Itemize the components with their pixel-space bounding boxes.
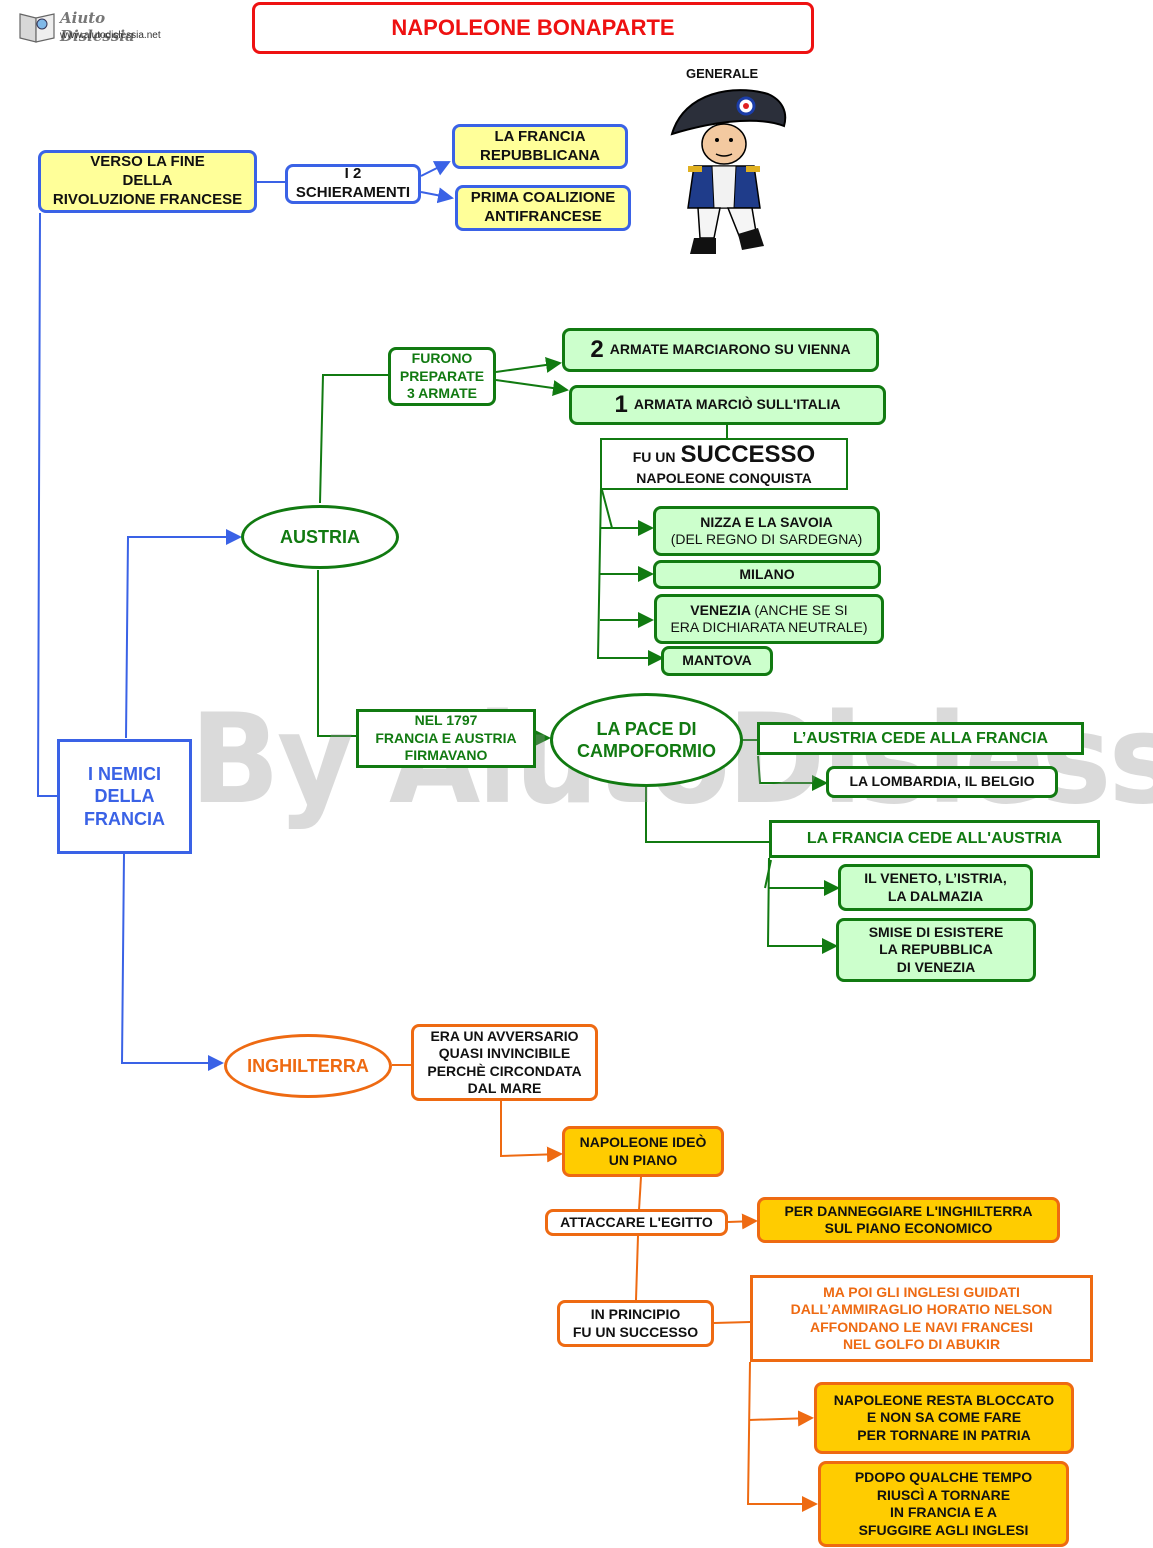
napoleon-cartoon-illustration [670, 89, 787, 254]
plan-node[interactable]: NAPOLEONE IDEÒ UN PIANO [562, 1126, 724, 1177]
veneto-node[interactable]: IL VENETO, L’ISTRIA, LA DALMAZIA [838, 864, 1033, 911]
lombardy-node[interactable]: LA LOMBARDIA, IL BELGIO [826, 766, 1058, 798]
nelson-node[interactable]: MA POI GLI INGLESI GUIDATI DALL’AMMIRAGL… [750, 1275, 1093, 1362]
austria-cedes-node[interactable]: L’AUSTRIA CEDE ALLA FRANCIA [757, 722, 1084, 755]
blocked-node[interactable]: NAPOLEONE RESTA BLOCCATO E NON SA COME F… [814, 1382, 1074, 1454]
logo-name: Aiuto Dislessia [60, 9, 135, 45]
coalition-node[interactable]: PRIMA COALIZIONE ANTIFRANCESE [455, 185, 631, 231]
austria-node[interactable]: AUSTRIA [241, 505, 399, 569]
france-cedes-node[interactable]: LA FRANCIA CEDE ALL'AUSTRIA [769, 820, 1100, 858]
two-sides-node[interactable]: I 2 SCHIERAMENTI [285, 164, 421, 204]
escape-node[interactable]: PDOPO QUALCHE TEMPO RIUSCÌ A TORNARE IN … [818, 1461, 1069, 1547]
milano-node[interactable]: MILANO [653, 560, 881, 589]
book-logo-icon [19, 13, 55, 43]
vienna-node[interactable]: 2 ARMATE MARCIARONO SU VIENNA [562, 328, 879, 372]
enemies-node[interactable]: I NEMICI DELLA FRANCIA [57, 739, 192, 854]
logo-url: www.aiutodislessia.net [60, 30, 161, 41]
initial-success-node[interactable]: IN PRINCIPIO FU UN SUCCESSO [557, 1300, 714, 1347]
success-node[interactable]: FU UN SUCCESSO NAPOLEONE CONQUISTA [600, 438, 848, 490]
general-caption: GENERALE [686, 66, 759, 81]
damage-node[interactable]: PER DANNEGGIARE L'INGHILTERRA SUL PIANO … [757, 1197, 1060, 1243]
end-revolution-node[interactable]: VERSO LA FINE DELLA RIVOLUZIONE FRANCESE [38, 150, 257, 213]
venezia-node[interactable]: VENEZIA (ANCHE SE SI ERA DICHIARATA NEUT… [654, 594, 884, 644]
venice-end-node[interactable]: SMISE DI ESISTERE LA REPUBBLICA DI VENEZ… [836, 918, 1036, 982]
republic-node[interactable]: LA FRANCIA REPUBBLICANA [452, 124, 628, 169]
page-title: NAPOLEONE BONAPARTE [252, 2, 814, 54]
three-armies-node[interactable]: FURONO PREPARATE 3 ARMATE [388, 347, 496, 406]
nizza-node[interactable]: NIZZA E LA SAVOIA (DEL REGNO DI SARDEGNA… [653, 506, 880, 556]
logo[interactable]: Aiuto Dislessia www.aiutodislessia.net [16, 8, 176, 46]
england-node[interactable]: INGHILTERRA [224, 1034, 392, 1098]
egypt-node[interactable]: ATTACCARE L'EGITTO [545, 1209, 728, 1236]
mantova-node[interactable]: MANTOVA [661, 646, 773, 676]
treaty-node[interactable]: NEL 1797 FRANCIA E AUSTRIA FIRMAVANO [356, 709, 536, 768]
campoformio-node[interactable]: LA PACE DI CAMPOFORMIO [550, 693, 743, 787]
italy-node[interactable]: 1 ARMATA MARCIÒ SULL'ITALIA [569, 385, 886, 425]
adversary-node[interactable]: ERA UN AVVERSARIO QUASI INVINCIBILE PERC… [411, 1024, 598, 1101]
